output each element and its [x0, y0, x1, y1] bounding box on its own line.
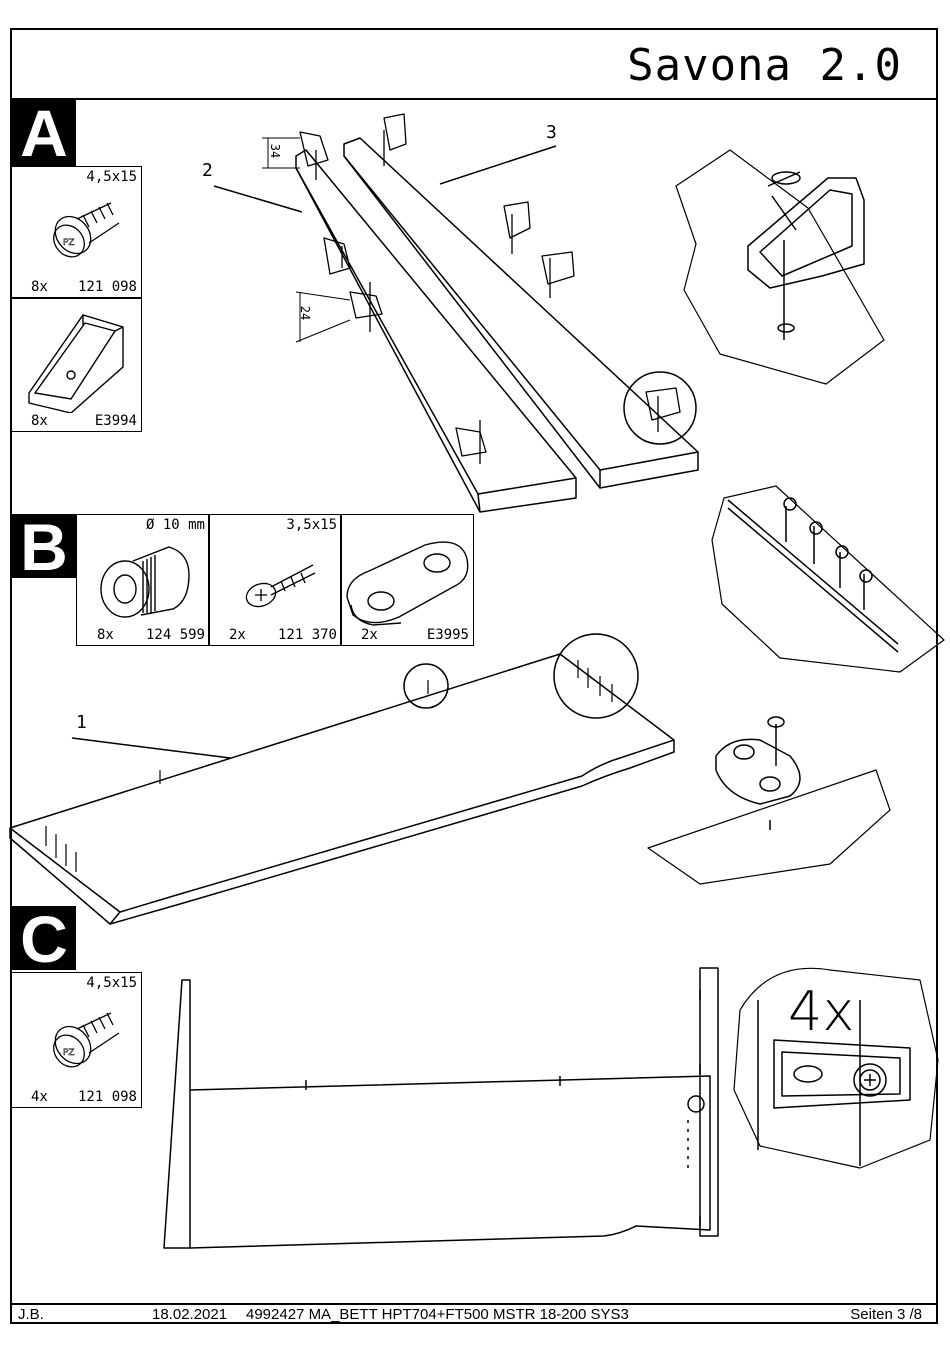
part-spec: Ø 10 mm: [145, 517, 205, 533]
part-spec: 3,5x15: [286, 517, 337, 533]
screw-icon: [245, 564, 316, 608]
part-qty: 8x: [31, 413, 48, 429]
brackets-on-rails: [299, 113, 681, 464]
rail-part-3: [343, 137, 699, 489]
detail-circle-a: [623, 371, 697, 445]
headboard-frame-c: [163, 967, 719, 1249]
footer-document-id: 4992427 MA_BETT HPT704+FT500 MSTR 18-200…: [246, 1306, 629, 1323]
part-box-b-screw: 3,5x15 2x 121 370: [208, 514, 342, 646]
part-box-b-dowel: Ø 10 mm 8x 124 599: [76, 514, 210, 646]
part-qty: 8x: [97, 627, 114, 643]
svg-text:PZ: PZ: [63, 1048, 75, 1058]
dimension-24: 24: [298, 305, 313, 321]
panel-part-1: [9, 653, 675, 925]
part-box-a-bracket: 8x E3994: [10, 298, 142, 432]
part-qty: 2x: [361, 627, 378, 643]
part-3-label: 3: [546, 122, 557, 143]
step-c-badge: C: [12, 906, 76, 972]
part-qty: 2x: [229, 627, 246, 643]
step-b-badge: B: [12, 514, 76, 580]
part-code: 121 098: [77, 279, 137, 295]
detail-circle-b2: [553, 633, 639, 719]
part-qty: 8x: [31, 279, 48, 295]
leader-line-part-1: [71, 737, 231, 759]
footer: J.B. 18.02.2021 4992427 MA_BETT HPT704+F…: [10, 1303, 938, 1324]
part-spec: 4,5x15: [86, 975, 137, 991]
part-code: E3995: [426, 627, 469, 643]
detail-plate-b: [647, 716, 891, 885]
footer-author: J.B.: [18, 1306, 44, 1323]
part-code: 121 098: [77, 1089, 137, 1105]
bracket-icon: [28, 314, 124, 413]
detail-bracket-a: [675, 149, 885, 385]
part-qty: 4x: [31, 1089, 48, 1105]
screw-icon: PZ: [53, 202, 120, 258]
detail-circle-b1: [403, 663, 449, 709]
detail-panel-edge-b: [711, 485, 945, 673]
title-bar: [10, 28, 938, 100]
part-1-label: 1: [76, 712, 87, 733]
part-spec: 4,5x15: [86, 169, 137, 185]
footer-date: 18.02.2021: [152, 1306, 228, 1323]
dowel-icon: [100, 546, 190, 618]
detail-quantity: 4x: [788, 980, 855, 1043]
page-title: Savona 2.0: [627, 40, 902, 91]
plate-icon: [346, 541, 469, 626]
part-code: 124 599: [145, 627, 205, 643]
step-a-badge: A: [12, 100, 76, 166]
part-code: E3994: [94, 413, 137, 429]
footer-page-number: Seiten 3 /8: [850, 1306, 922, 1323]
leader-line-part-2: [213, 185, 303, 213]
part-box-a-screw: 4,5x15 PZ 8x 121 098: [10, 166, 142, 298]
page-frame: [10, 28, 938, 1324]
dimension-34: 34: [268, 143, 283, 159]
part-code: 121 370: [277, 627, 337, 643]
part-box-b-plate: 2x E3995: [340, 514, 474, 646]
rail-part-2: [295, 149, 577, 513]
svg-text:PZ: PZ: [63, 238, 75, 248]
screw-icon: PZ: [53, 1012, 120, 1068]
detail-connector-c: [733, 967, 939, 1169]
leader-line-part-3: [439, 145, 557, 185]
part-box-c-screw: 4,5x15 PZ 4x 121 098: [10, 972, 142, 1108]
part-2-label: 2: [202, 160, 213, 181]
